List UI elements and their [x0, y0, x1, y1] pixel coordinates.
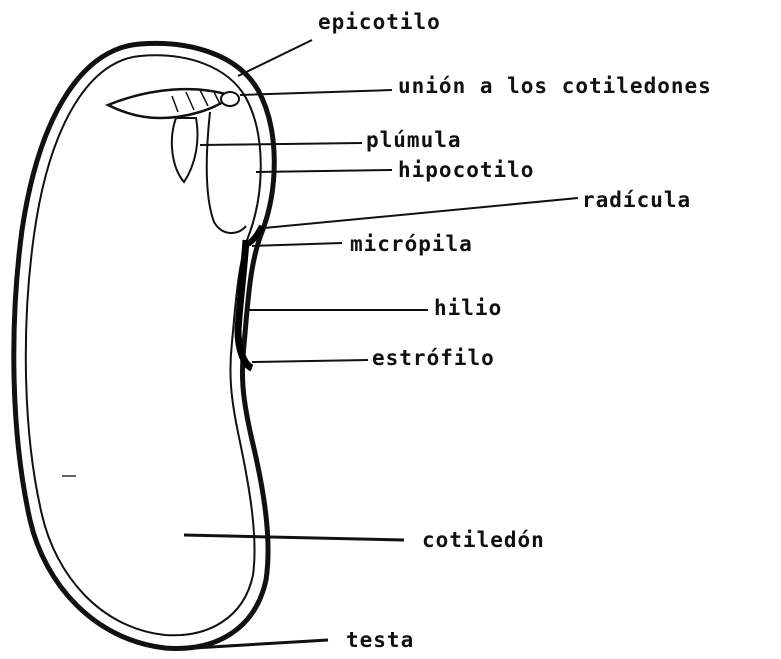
label-estrofilo: estrófilo — [372, 348, 495, 369]
label-radicula: radícula — [582, 190, 691, 211]
label-cotiledon: cotiledón — [422, 530, 545, 551]
line-plumula — [200, 143, 362, 145]
label-testa: testa — [346, 630, 414, 651]
hypocotyl-shape — [207, 112, 246, 233]
cotyledon-outline — [26, 55, 261, 635]
label-plumula: plúmula — [366, 130, 462, 151]
label-hipocotilo: hipocotilo — [398, 160, 534, 181]
testa-outline — [14, 43, 274, 648]
epicotyl-knob — [221, 92, 239, 106]
line-estrofilo — [252, 360, 368, 362]
label-union-cotiledones: unión a los cotiledones — [398, 76, 712, 97]
line-micropila — [252, 243, 342, 246]
label-micropila: micrópila — [350, 234, 473, 255]
plumule-leaf — [108, 89, 232, 118]
line-cotiledon — [184, 535, 404, 540]
line-union — [240, 90, 392, 95]
line-epicotilo — [238, 40, 312, 76]
label-hilio: hilio — [434, 298, 502, 319]
plumule-small-leaf — [172, 118, 198, 182]
line-radicula — [264, 198, 578, 228]
label-epicotilo: epicotilo — [318, 12, 441, 33]
